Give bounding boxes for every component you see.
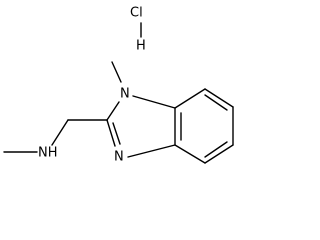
c7-c6-inner-double-bond [204,94,228,111]
hydrogen-atom-label: H [136,39,146,54]
c2-n3-double-bond-outer [106,119,116,147]
n3-atom-label: N [114,150,124,165]
c5-c4-inner-double-bond [204,141,228,158]
n1-c7a-bond [132,95,176,109]
c7a-c7-bond [174,88,206,109]
n3-c3a-bond [127,144,176,158]
n1-atom-label: N [120,87,130,102]
c7-c6-bond [204,88,234,108]
c4-c3a-bond [174,144,206,164]
c2-n3-double-bond-inner [112,122,121,145]
chemical-structure-diagram: Cl H N N NH [3,6,234,165]
amine-nh-label: NH [38,146,58,161]
ch2-nh-bond [51,119,69,146]
c5-c4-bond [204,144,234,164]
n1-c2-bond [106,101,120,121]
n1-methyl-bond [111,61,122,83]
chlorine-atom-label: Cl [130,6,143,21]
